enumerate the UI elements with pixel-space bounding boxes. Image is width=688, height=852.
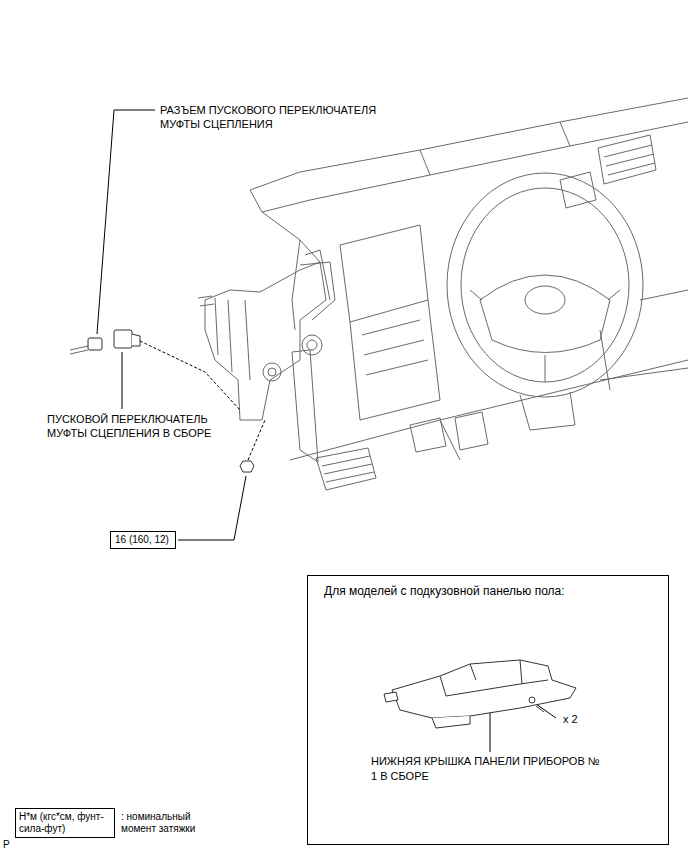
legend-text: : номинальный момент затяжки <box>121 811 213 835</box>
cover-drawing <box>384 660 576 728</box>
inset-panel: Для моделей с подкузовной панелью пола: x… <box>307 575 669 845</box>
legend-key: Н*м (кгс*см, фунт-сила-фут): номинальный… <box>15 808 213 838</box>
torque-value: 16 (160, 12) <box>115 533 171 547</box>
dashed-guide <box>140 341 265 460</box>
torque-box: 16 (160, 12) <box>110 531 176 549</box>
part-label: НИЖНЯЯ КРЫШКА ПАНЕЛИ ПРИБОРОВ № 1 В СБОР… <box>371 754 603 784</box>
switch-parts <box>88 330 254 472</box>
part-label: ПУСКОВОЙ ПЕРЕКЛЮЧАТЕЛЬ МУФТЫ СЦЕПЛЕНИЯ В… <box>47 412 237 440</box>
page-mark: P <box>3 838 10 852</box>
part-label: РАЗЪЕМ ПУСКОВОГО ПЕРЕКЛЮЧАТЕЛЯ МУФТЫ СЦЕ… <box>160 103 400 131</box>
inset-heading: Для моделей с подкузовной панелью пола: <box>324 584 654 599</box>
quantity-mark: x 2 <box>563 712 578 727</box>
unit-box: Н*м (кгс*см, фунт-сила-фут) <box>15 808 115 838</box>
